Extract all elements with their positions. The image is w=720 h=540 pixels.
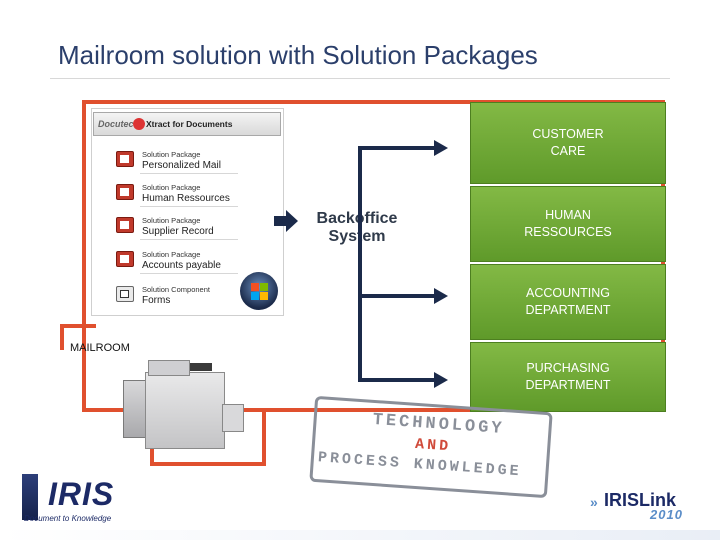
solution-package-icon [116, 184, 134, 200]
package-kind: Solution Package [142, 150, 201, 159]
footer-band [0, 530, 720, 540]
department-line: PURCHASING [526, 361, 610, 375]
title-divider [50, 78, 670, 79]
department-line: CARE [550, 144, 586, 158]
package-kind: Solution Component [142, 285, 210, 294]
department-line: CUSTOMER [532, 127, 604, 141]
solution-package-icon [116, 217, 134, 233]
arrow-right-icon [434, 288, 448, 304]
iris-logo: IRIS [48, 476, 115, 512]
stamp-line2: AND [414, 435, 452, 456]
slide-title: Mailroom solution with Solution Packages [58, 40, 538, 70]
xtract-brand: Docutec [98, 119, 134, 129]
department-line: RESSOURCES [524, 225, 612, 239]
package-divider [140, 206, 238, 207]
iris-tagline: Document to Knowledge [24, 514, 112, 523]
backoffice-system: Backoffice System [312, 210, 402, 246]
department-customer-care: CUSTOMER CARE [470, 102, 666, 184]
bracket-arm [358, 294, 436, 298]
department-purchasing: PURCHASING DEPARTMENT [470, 342, 666, 412]
mailroom-label: MAILROOM [70, 342, 130, 354]
irislink-year: 2010 [650, 507, 683, 522]
backoffice-line1: Backoffice [316, 210, 398, 227]
package-name: Personalized Mail [142, 160, 221, 171]
mailroom-box [60, 324, 64, 350]
package-name: Forms [142, 295, 171, 306]
package-name: Supplier Record [142, 226, 214, 237]
xtract-logo-icon [133, 118, 145, 130]
bracket-arm [358, 146, 436, 150]
package-kind: Solution Package [142, 183, 201, 192]
windows-logo-icon [240, 272, 278, 310]
package-name: Human Ressources [142, 193, 230, 204]
arrow-right-icon [274, 210, 298, 232]
irislink-logo: IRISLink [604, 490, 677, 510]
stamp-line3: PROCESS KNOWLEDGE [317, 449, 523, 481]
package-divider [140, 173, 238, 174]
solution-component-icon [116, 286, 134, 302]
package-divider [140, 273, 238, 274]
printer-top [148, 360, 190, 376]
department-human-ressources: HUMAN RESSOURCES [470, 186, 666, 262]
arrow-right-icon [434, 372, 448, 388]
department-accounting: ACCOUNTING DEPARTMENT [470, 264, 666, 340]
department-line: DEPARTMENT [525, 378, 611, 392]
printer-tray [222, 404, 244, 432]
bracket-spine [358, 146, 362, 382]
package-divider [140, 239, 238, 240]
package-kind: Solution Package [142, 216, 201, 225]
iris-logo-icon [22, 474, 38, 520]
arrow-right-icon [434, 140, 448, 156]
backoffice-line2: System [328, 228, 386, 245]
department-line: DEPARTMENT [525, 303, 611, 317]
stamp-line1: TECHNOLOGY [372, 410, 506, 440]
package-kind: Solution Package [142, 250, 201, 259]
technology-stamp: TECHNOLOGY AND PROCESS KNOWLEDGE [309, 395, 553, 499]
solution-package-icon [116, 151, 134, 167]
irislink-arrow-icon: » [590, 494, 598, 510]
bracket-arm [358, 378, 436, 382]
department-line: HUMAN [545, 208, 591, 222]
xtract-header [93, 112, 281, 136]
printer-panel [190, 363, 212, 371]
solution-package-icon [116, 251, 134, 267]
department-line: ACCOUNTING [525, 286, 611, 300]
xtract-product: Xtract for Documents [146, 119, 233, 129]
frame-connector-mailroom [62, 324, 96, 328]
frame-connector-right [262, 410, 266, 466]
printer-body [145, 372, 225, 449]
package-name: Accounts payable [142, 260, 221, 271]
frame-connector-bottom [150, 462, 266, 466]
